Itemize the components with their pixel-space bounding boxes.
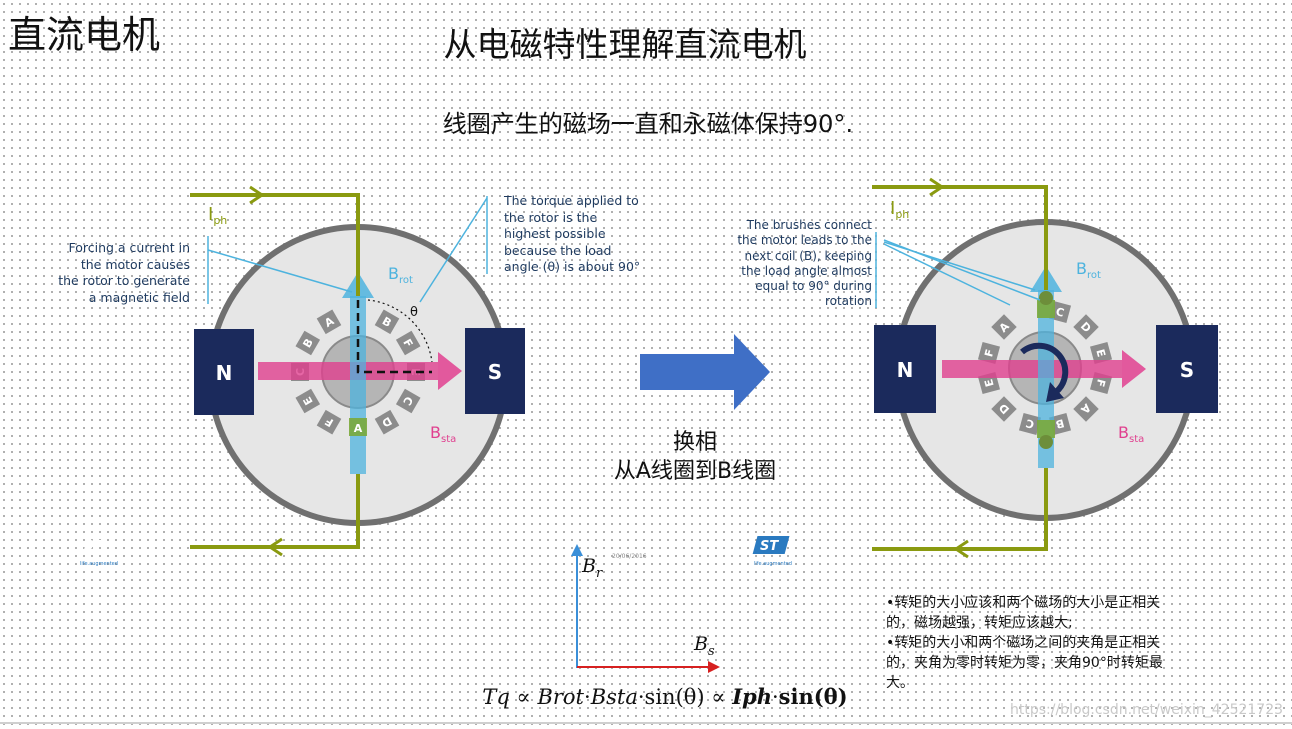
coil-tile: C [1018,413,1042,436]
coil-tile: C [395,388,421,414]
current-wire-bottom [872,468,1048,551]
current-wire-bottom [190,474,360,549]
north-magnet [874,325,936,413]
bsta-label: Bsta [1118,423,1144,445]
note-torque: The torque applied to the rotor is the h… [504,193,641,274]
rotor-field-arrow [350,296,366,474]
coil-tile: B [295,330,321,356]
left-motor-diagram: BFECDFECBA A θ N S Iph Brot Bsta ST life… [80,185,525,567]
north-label: N [216,361,233,385]
x-axis-label: Bs [693,633,715,659]
coil-letter: B [1054,416,1065,431]
load-angle [356,300,432,374]
coil-letter: F [1093,378,1108,389]
current-wire-top [872,185,1048,290]
note-brushes: The brushes connect the motor leads to t… [737,218,872,309]
commutation-arrow [640,334,770,410]
coil-letter: E [982,378,997,389]
corner-title: 直流电机 [8,13,161,57]
page-title: 从电磁特性理解直流电机 [443,25,807,64]
watermark: https://blog.csdn.net/weixin_42521723 [1010,702,1284,718]
logo-mark: ST [760,539,779,554]
stator-field-arrowhead [1122,350,1146,388]
south-label: S [1180,358,1194,382]
iph-label: Iph [208,204,227,227]
bullet-2: •转矩的大小和两个磁场之间的夹角是正相关的，夹角为零时转矩为零，夹角90°时转矩… [886,635,1163,691]
current-wire-top [190,193,360,296]
coil-tile: B [374,309,400,335]
st-logo-left: ST life.augmented [80,539,118,567]
y-axis-label: Br [581,555,603,581]
coil-tile: F [395,330,421,356]
logo-tagline: life.augmented [754,561,792,567]
rotation-arrow [1020,342,1069,395]
commutation-line2: 从A线圈到B线圈 [613,459,777,484]
coil-tile: F [977,341,1000,365]
coil-tile: E [1090,341,1113,365]
coil-tile: A [991,314,1017,340]
stator-field-arrow [942,360,1122,378]
slide-date: 20/06/2016 [612,553,647,560]
bullet-notes: •转矩的大小应该和两个磁场的大小是正相关的，磁场越强，转矩应该越大; •转矩的大… [886,593,1176,693]
coil-letter: F [982,348,997,359]
commutation-line1: 换相 [672,430,717,455]
coil-tile: F [316,409,342,435]
slide-bottom-border [0,722,1292,724]
stator-field-arrowhead [438,352,462,390]
bullet-1: •转矩的大小应该和两个磁场的大小是正相关的，磁场越强，转矩应该越大; [886,595,1161,631]
north-label: N [897,358,914,382]
commutation-text: 换相 从A线圈到B线圈 [560,428,830,486]
logo-mark: ST [84,539,103,554]
coil-letter: C [1054,305,1065,320]
coil-tile: D [991,396,1017,422]
south-label: S [488,360,502,384]
south-magnet [1156,325,1218,413]
torque-formula: Tq ∝ Brot·Bsta·sin(θ) ∝ Iph·sin(θ) [482,684,848,709]
iph-label: Iph [890,198,909,221]
stator-field-arrow [258,362,438,380]
coil-tile: E [295,388,321,414]
field-axes: Br Bs [571,544,720,673]
bsta-label: Bsta [430,423,456,445]
brot-label: Brot [1076,259,1101,281]
north-magnet [194,329,254,415]
coil-letter: C [1025,416,1036,431]
note-current: Forcing a current in the motor causes th… [58,240,190,305]
brot-label: Brot [388,264,413,286]
coil-letter: E [1093,348,1108,359]
logo-tagline: life.augmented [80,561,118,567]
coil-a-label: A [354,422,363,435]
coil-tile: D [374,409,400,435]
coil-tile: A [316,309,342,335]
subtitle: 线圈产生的磁场一直和永磁体保持90°. [442,110,854,138]
south-magnet [465,328,525,414]
st-logo-right-mark: ST life.augmented [752,536,792,567]
theta-label: θ [410,305,418,320]
